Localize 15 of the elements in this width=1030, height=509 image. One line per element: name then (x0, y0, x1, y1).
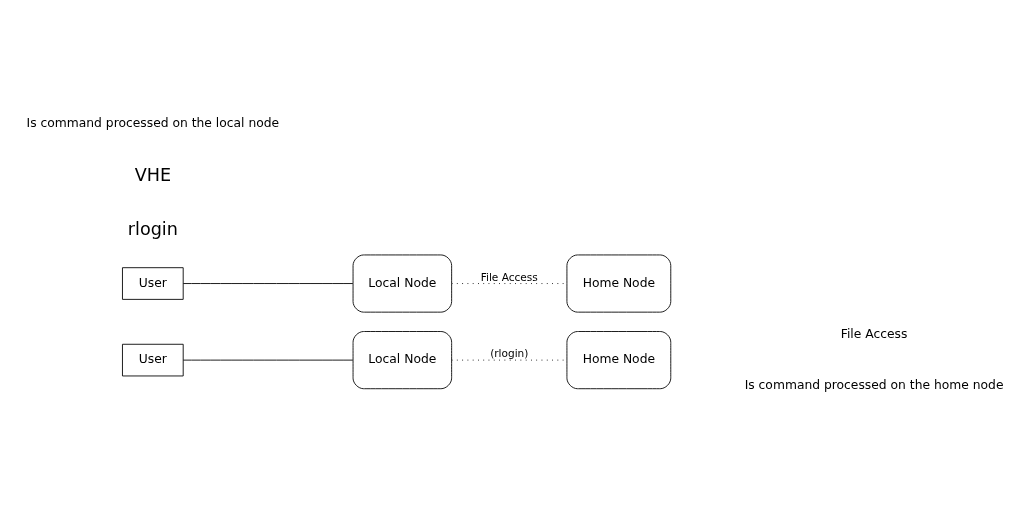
node-box: Home Node (566, 331, 672, 390)
connector (182, 359, 354, 361)
label: VHE (134, 164, 172, 185)
node-box: Local Node (352, 254, 453, 313)
edge-label: (rlogin) (490, 347, 529, 360)
edge-label: File Access (480, 270, 538, 283)
label: rlogin (127, 219, 178, 240)
node-box: Local Node (352, 331, 453, 390)
connector (182, 283, 354, 284)
node-box: User (122, 267, 184, 300)
node-box: Home Node (566, 254, 672, 313)
label: File Access (840, 326, 908, 341)
label: Is command processed on the local node (26, 115, 280, 130)
label: Is command processed on the home node (744, 377, 1004, 392)
node-box: User (122, 343, 184, 377)
